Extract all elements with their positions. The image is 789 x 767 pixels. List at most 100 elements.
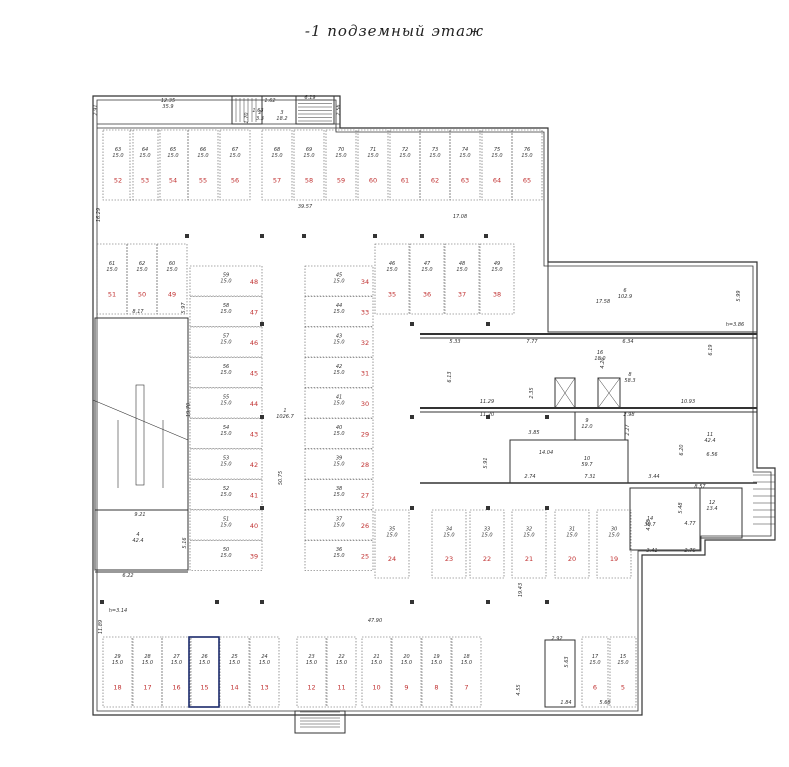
space-number: 48 (250, 278, 258, 286)
space-number: 8 (434, 684, 438, 692)
dimension-label: 1.84 (560, 700, 571, 706)
room-area: 30.7 (644, 522, 656, 528)
space-number: 23 (445, 555, 453, 563)
column (260, 322, 264, 326)
parking-space (325, 129, 357, 201)
space-area: 15.0 (166, 267, 177, 273)
parking-space (609, 636, 637, 708)
room-area: 18.2 (276, 116, 287, 122)
room-number: 9 (585, 418, 588, 424)
space-number: 35 (388, 291, 396, 299)
space-area: 15.0 (112, 660, 123, 666)
dimension-label: 2.74 (524, 474, 535, 480)
parking-space (511, 129, 543, 201)
space-id: 21 (373, 654, 379, 660)
space-id: 66 (200, 147, 206, 153)
space-number: 36 (423, 291, 431, 299)
column (484, 234, 488, 238)
dimension-label: 2.76 (684, 548, 695, 554)
space-number: 16 (172, 684, 180, 692)
parking-space (293, 129, 325, 201)
space-area: 15.0 (421, 267, 432, 273)
space-area: 15.0 (303, 153, 314, 159)
dimension-label: 19.43 (518, 583, 524, 597)
space-number: 30 (361, 400, 369, 408)
space-number: 49 (168, 291, 176, 299)
space-id: 31 (569, 526, 575, 532)
space-area: 15.0 (456, 267, 467, 273)
space-id: 56 (223, 364, 229, 370)
space-number: 63 (461, 177, 469, 185)
space-number: 10 (372, 684, 380, 692)
parking-space (596, 509, 632, 579)
space-area: 15.0 (461, 660, 472, 666)
space-id: 76 (524, 147, 530, 153)
space-area: 15.0 (220, 523, 231, 529)
space-id: 67 (232, 147, 239, 153)
space-id: 22 (338, 654, 344, 660)
dimension-label: 17.58 (596, 299, 610, 305)
parking-space (189, 448, 263, 480)
parking-space (189, 326, 263, 358)
room-number: 8 (628, 372, 631, 378)
parking-space (304, 265, 374, 297)
dimension-label: 5.33 (449, 339, 460, 345)
space-number: 15 (200, 684, 208, 692)
parking-space (189, 357, 263, 388)
space-number: 46 (250, 339, 258, 347)
dimension-label: 3.41 (646, 548, 657, 554)
dimension-label: 19.70 (186, 403, 192, 417)
space-id: 68 (274, 147, 280, 153)
dimension-label: h=3.14 (109, 608, 128, 614)
dimension-label: 6.19 (708, 344, 714, 355)
space-area: 15.0 (431, 660, 442, 666)
parking-space (304, 326, 374, 358)
dimension-label: 4.77 (684, 521, 696, 527)
dimension-label: 11.20 (480, 412, 494, 418)
room-label: 12.35 (161, 98, 175, 104)
space-id: 65 (170, 147, 176, 153)
ramp-diagonal (92, 399, 189, 441)
space-number: 28 (361, 461, 369, 469)
parking-space (304, 296, 374, 327)
column (260, 415, 264, 419)
space-area: 15.0 (220, 553, 231, 559)
space-area: 15.0 (333, 431, 344, 437)
stair-well (544, 639, 576, 708)
space-number: 61 (401, 177, 409, 185)
room-number: 11 (707, 432, 713, 438)
parking-space (304, 357, 374, 388)
room-number: 6 (623, 288, 626, 294)
dimension-label: 5.16 (182, 537, 188, 548)
space-area: 15.0 (333, 553, 344, 559)
dimension-label: 2.27 (625, 424, 631, 436)
space-id: 58 (223, 303, 229, 309)
room-area: 59.7 (581, 462, 593, 468)
room-number: 4 (136, 532, 139, 538)
parking-space (132, 636, 163, 708)
space-area: 15.0 (333, 462, 344, 468)
dimension-label: 2.92 (551, 636, 562, 642)
dimension-label: 5.91 (483, 457, 489, 468)
space-id: 36 (336, 547, 342, 553)
parking-space (304, 540, 374, 571)
space-id: 38 (336, 486, 342, 492)
space-number: 34 (361, 278, 369, 286)
dimension-label: 7.31 (584, 474, 595, 480)
dimension-label: 47.90 (368, 618, 382, 624)
parking-space (419, 129, 451, 201)
space-id: 52 (223, 486, 229, 492)
space-number: 41 (250, 492, 258, 500)
space-id: 47 (424, 261, 431, 267)
parking-space (296, 636, 327, 708)
space-id: 63 (115, 147, 121, 153)
parking-space (102, 636, 133, 708)
space-number: 32 (361, 339, 369, 347)
space-area: 15.0 (271, 153, 282, 159)
column (545, 415, 549, 419)
space-area: 15.0 (333, 401, 344, 407)
column (410, 322, 414, 326)
room-number: 12 (709, 500, 715, 506)
parking-space (189, 418, 263, 449)
